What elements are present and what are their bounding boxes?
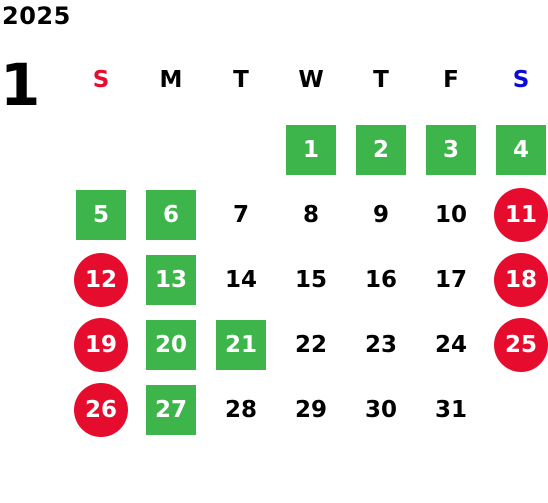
weekday-header-saturday: S: [512, 67, 530, 93]
day-cell-16[interactable]: 16: [364, 267, 397, 293]
day-cell-13[interactable]: 13: [146, 255, 196, 305]
day-cell-30[interactable]: 30: [364, 397, 397, 423]
day-cell-20[interactable]: 20: [146, 320, 196, 370]
day-cell-5[interactable]: 5: [76, 190, 126, 240]
day-cell-29[interactable]: 29: [294, 397, 327, 423]
day-cell-15[interactable]: 15: [294, 267, 327, 293]
weekday-header-tuesday: T: [233, 67, 249, 93]
day-cell-4[interactable]: 4: [496, 125, 546, 175]
day-cell-23[interactable]: 23: [364, 332, 397, 358]
day-cell-17[interactable]: 17: [434, 267, 467, 293]
day-cell-2[interactable]: 2: [356, 125, 406, 175]
day-cell-24[interactable]: 24: [434, 332, 467, 358]
day-cell-22[interactable]: 22: [294, 332, 327, 358]
day-cell-7[interactable]: 7: [232, 202, 249, 228]
day-cell-1[interactable]: 1: [286, 125, 336, 175]
day-cell-31[interactable]: 31: [434, 397, 467, 423]
day-cell-12[interactable]: 12: [74, 253, 128, 307]
month-label: 1: [0, 51, 41, 119]
day-cell-6[interactable]: 6: [146, 190, 196, 240]
day-cell-14[interactable]: 14: [224, 267, 257, 293]
day-cell-25[interactable]: 25: [494, 318, 548, 372]
day-cell-11[interactable]: 11: [494, 188, 548, 242]
day-cell-10[interactable]: 10: [434, 202, 467, 228]
day-cell-19[interactable]: 19: [74, 318, 128, 372]
day-cell-21[interactable]: 21: [216, 320, 266, 370]
day-cell-27[interactable]: 27: [146, 385, 196, 435]
weekday-header-wednesday: W: [298, 67, 324, 93]
weekday-header-friday: F: [443, 67, 459, 93]
day-cell-28[interactable]: 28: [224, 397, 257, 423]
weekday-header-monday: M: [159, 67, 183, 93]
day-cell-8[interactable]: 8: [302, 202, 319, 228]
day-cell-3[interactable]: 3: [426, 125, 476, 175]
weekday-header-sunday: S: [92, 67, 110, 93]
day-cell-9[interactable]: 9: [372, 202, 389, 228]
year-label: 2025: [2, 2, 71, 30]
day-cell-26[interactable]: 26: [74, 383, 128, 437]
weekday-header-thursday: T: [373, 67, 389, 93]
day-cell-18[interactable]: 18: [494, 253, 548, 307]
